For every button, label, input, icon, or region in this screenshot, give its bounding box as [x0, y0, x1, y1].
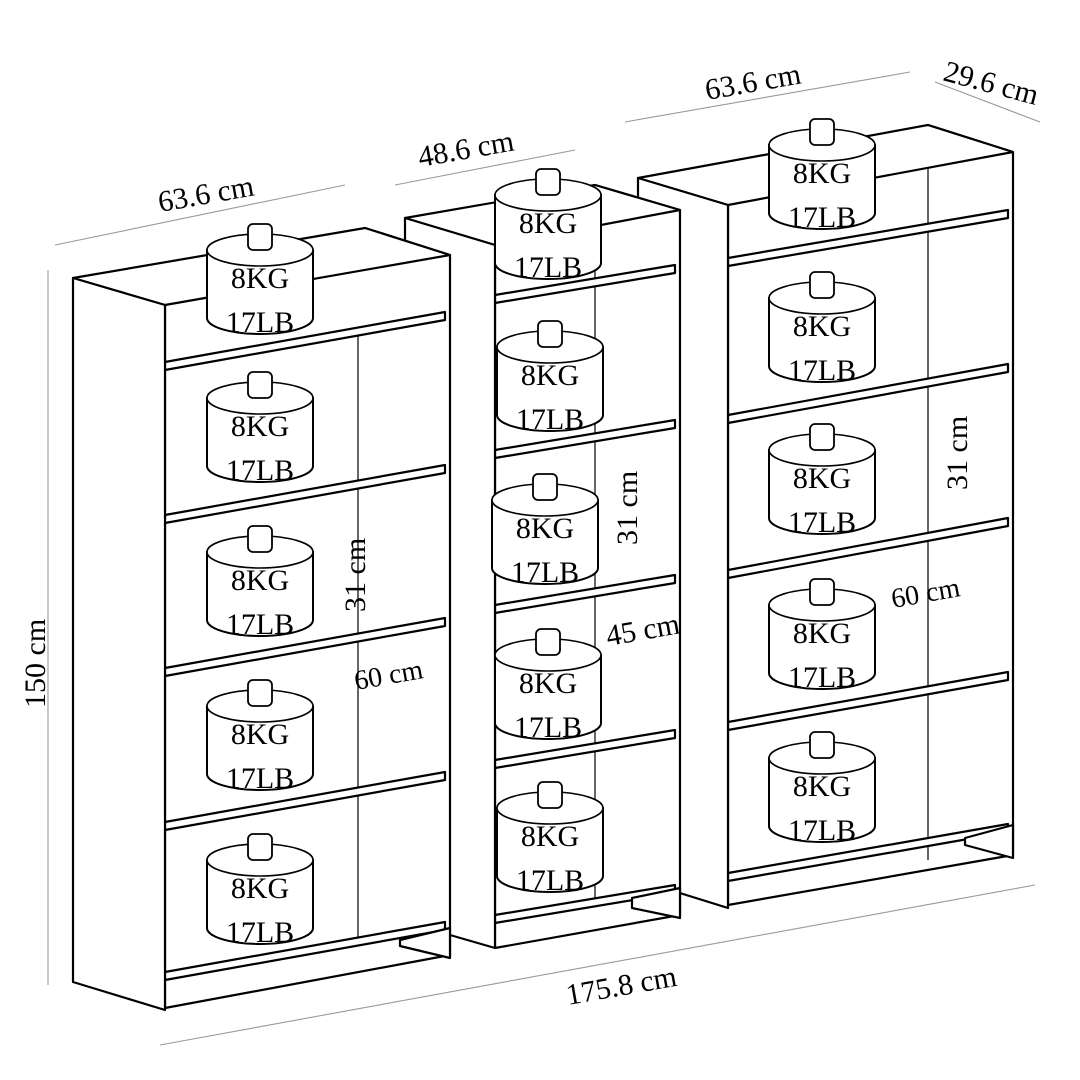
weight-label-lb: 17LB [511, 556, 579, 589]
weight-label-kg: 8KG [521, 359, 579, 392]
weight-knob [809, 578, 835, 606]
dim-shelf-height-left: 31 cm [339, 538, 372, 612]
weight-cylinder-body [494, 194, 602, 280]
weight-label-kg: 8KG [231, 564, 289, 597]
weight-knob [535, 168, 561, 196]
weight-cylinder-body [768, 757, 876, 843]
weight-knob [247, 525, 273, 553]
weight-label-lb: 17LB [226, 762, 294, 795]
weight-label-kg: 8KG [516, 512, 574, 545]
weight-label-kg: 8KG [231, 718, 289, 751]
weight-label-kg: 8KG [793, 770, 851, 803]
weight-cylinder-body [494, 654, 602, 740]
weight-label-lb: 17LB [226, 916, 294, 949]
weight-label-kg: 8KG [793, 310, 851, 343]
dim-height: 150 cm [19, 619, 52, 708]
weight-label-lb: 17LB [788, 506, 856, 539]
weight-label-lb: 17LB [788, 354, 856, 387]
weight-label-kg: 8KG [231, 872, 289, 905]
weight-cylinder-body [206, 397, 314, 483]
weight-left-3: 8KG 17LB [206, 525, 314, 641]
weight-knob [537, 320, 563, 348]
weight-label-kg: 8KG [231, 410, 289, 443]
weight-left-4: 8KG 17LB [206, 679, 314, 795]
weight-cylinder-body [491, 499, 599, 585]
weight-middle-2: 8KG 17LB [496, 320, 604, 436]
left-bookcase-side-panel [71, 276, 167, 1012]
weight-label-lb: 17LB [788, 201, 856, 234]
weight-cylinder-body [496, 807, 604, 893]
weight-middle-1: 8KG 17LB [494, 168, 602, 284]
weight-cylinder-body [206, 551, 314, 637]
dim-shelf-height-middle: 31 cm [611, 471, 644, 545]
weight-knob [809, 118, 835, 146]
weights-layer: 8KG 17LB 8KG 17LB 8KG 17LB 8KG 17LB 8KG 17LB 8KG 17… [206, 118, 876, 949]
weight-cylinder-body [206, 705, 314, 791]
right-bookcase-foot [963, 823, 1015, 860]
weight-label-kg: 8KG [519, 207, 577, 240]
weight-middle-4: 8KG 17LB [494, 628, 602, 744]
weight-label-kg: 8KG [521, 820, 579, 853]
weight-cylinder-body [206, 859, 314, 945]
weight-knob [809, 271, 835, 299]
weight-label-lb: 17LB [516, 403, 584, 436]
weight-knob [809, 731, 835, 759]
weight-left-5: 8KG 17LB [206, 833, 314, 949]
weight-label-lb: 17LB [788, 814, 856, 847]
weight-label-kg: 8KG [793, 157, 851, 190]
left-bookcase-foot [398, 926, 452, 960]
weight-label-kg: 8KG [793, 617, 851, 650]
weight-left-1: 8KG 17LB [206, 223, 314, 339]
weight-label-lb: 17LB [788, 661, 856, 694]
weight-knob [247, 223, 273, 251]
weight-right-4: 8KG 17LB [768, 578, 876, 694]
weight-label-lb: 17LB [226, 454, 294, 487]
weight-label-lb: 17LB [226, 608, 294, 641]
weight-label-lb: 17LB [514, 711, 582, 744]
weight-knob [247, 833, 273, 861]
weight-middle-5: 8KG 17LB [496, 781, 604, 897]
weight-knob [532, 473, 558, 501]
weight-right-1: 8KG 17LB [768, 118, 876, 234]
weight-label-lb: 17LB [514, 251, 582, 284]
weight-knob [535, 628, 561, 656]
middle-bookcase-foot [630, 886, 682, 920]
weight-cylinder-body [768, 449, 876, 535]
weight-knob [537, 781, 563, 809]
weight-label-lb: 17LB [226, 306, 294, 339]
dim-shelf-height-right: 31 cm [941, 416, 974, 490]
weight-label-kg: 8KG [793, 462, 851, 495]
weight-cylinder-body [768, 604, 876, 690]
dim-left-width: 63.6 cm [155, 170, 256, 219]
weight-cylinder-body [496, 346, 604, 432]
weight-cylinder-body [206, 249, 314, 335]
dim-middle-width: 48.6 cm [415, 125, 516, 174]
weight-label-kg: 8KG [231, 262, 289, 295]
weight-right-3: 8KG 17LB [768, 423, 876, 539]
weight-knob [247, 679, 273, 707]
dimension-lines [47, 71, 1041, 1046]
weight-right-5: 8KG 17LB [768, 731, 876, 847]
weight-cylinder-body [768, 144, 876, 230]
weight-cylinder-body [768, 297, 876, 383]
weight-middle-3: 8KG 17LB [491, 473, 599, 589]
weight-label-lb: 17LB [516, 864, 584, 897]
weight-knob [247, 371, 273, 399]
weight-label-kg: 8KG [519, 667, 577, 700]
weight-right-2: 8KG 17LB [768, 271, 876, 387]
weight-left-2: 8KG 17LB [206, 371, 314, 487]
weight-knob [809, 423, 835, 451]
